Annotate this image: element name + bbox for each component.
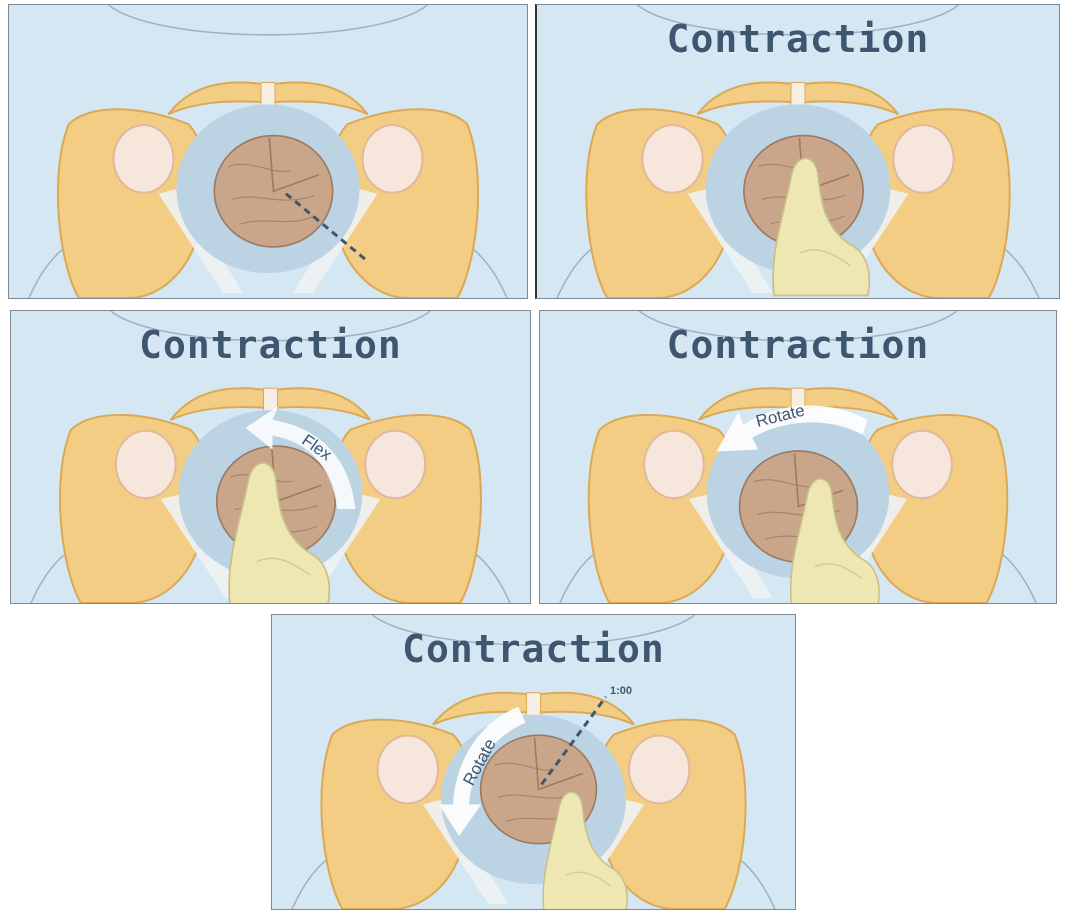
panel-1 [8, 4, 528, 299]
sagittal-suture-line [284, 192, 369, 263]
clock-position-label: 1:00 [610, 685, 633, 697]
pelvis-illustration: Rotate [558, 311, 1038, 603]
sagittal-suture-line [540, 695, 608, 786]
pelvis-illustration: Flex [29, 311, 512, 603]
rotate-arrow [438, 706, 526, 837]
panel-title: Contraction [666, 323, 930, 367]
flex-arrow [245, 406, 356, 509]
pelvis-illustration [27, 5, 509, 298]
panel-4: Rotate Contraction [539, 310, 1057, 604]
panel-title: Contraction [139, 323, 402, 367]
panel-2: Contraction [535, 4, 1060, 299]
panel-title: Contraction [402, 627, 665, 671]
pelvis-illustration: Rotate [291, 615, 776, 909]
panel-5: Rotate Contraction 1:00 [271, 614, 796, 910]
panel-3: Flex Contraction [10, 310, 531, 604]
rotate-arrow [716, 405, 868, 452]
fetal-head [213, 134, 334, 248]
panel-title: Contraction [666, 17, 930, 61]
